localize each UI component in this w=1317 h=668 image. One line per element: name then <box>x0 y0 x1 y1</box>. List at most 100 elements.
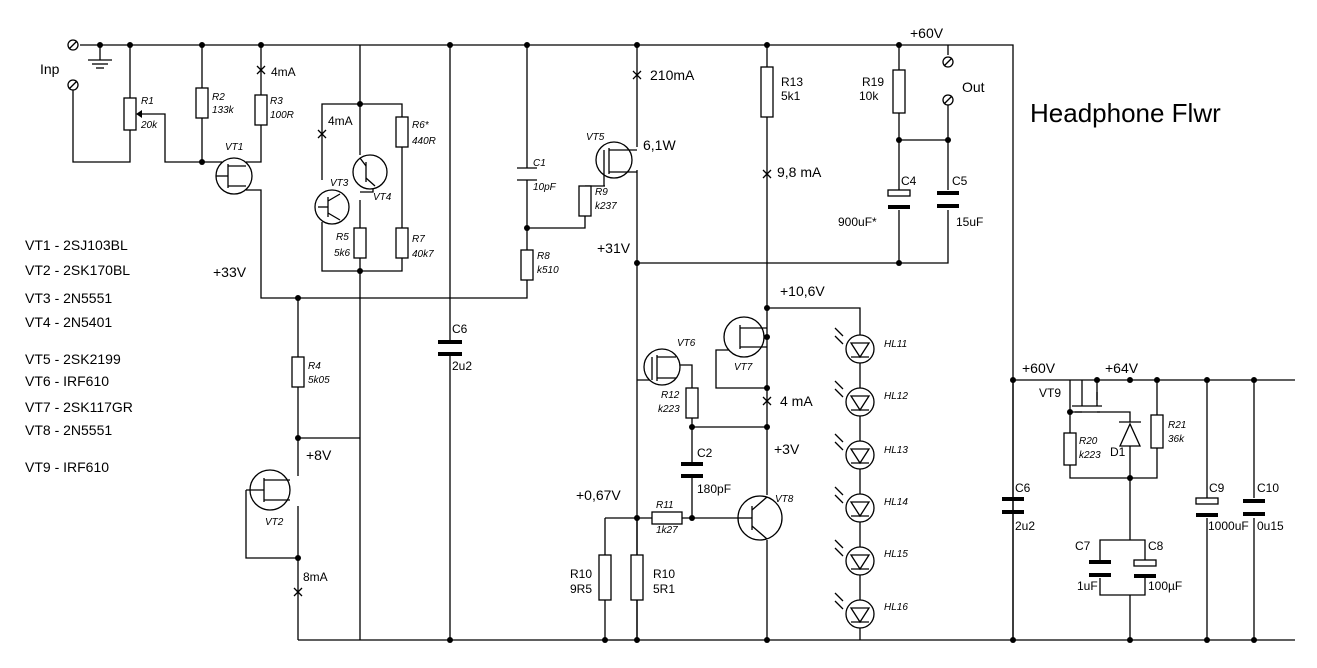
junction-dot <box>764 305 770 311</box>
rail-label: +60V <box>1022 360 1056 376</box>
junction-dot <box>602 637 608 643</box>
junction-dot <box>1010 377 1016 383</box>
led-hl16 <box>845 599 875 629</box>
junction-dot <box>1154 377 1160 383</box>
led-label: HL12 <box>884 391 908 402</box>
capacitor-c4 <box>887 189 911 209</box>
current-label: 4mA <box>271 65 296 79</box>
current-markers <box>256 65 772 597</box>
value-label: 5R1 <box>653 582 675 596</box>
junction-dot <box>1127 475 1133 481</box>
transistor-vt1 <box>215 157 253 195</box>
value-label: 5k1 <box>781 89 801 103</box>
transistor-vt8 <box>737 495 783 541</box>
capacitor-c6-right <box>1002 497 1024 514</box>
junction-dot <box>896 260 902 266</box>
ref-label: R11 <box>656 500 674 511</box>
value-label: 100R <box>270 110 294 121</box>
junction-dot <box>357 268 363 274</box>
junction-dot <box>764 42 770 48</box>
parts-list-item: VT2 - 2SK170BL <box>25 262 130 278</box>
value-label: 15uF <box>956 215 983 229</box>
value-label: k510 <box>537 265 559 276</box>
input-terminal-top[interactable] <box>67 39 79 51</box>
resistor-r9 <box>578 185 592 217</box>
ref-label: R20 <box>1079 436 1098 447</box>
led-hl12 <box>845 387 875 417</box>
value-label: 5k6 <box>334 248 351 259</box>
ref-label: R12 <box>661 390 680 401</box>
ref-label: VT7 <box>734 362 753 373</box>
ref-label: VT3 <box>330 178 349 189</box>
ref-label: R19 <box>862 75 884 89</box>
transistor-vt4 <box>352 154 388 190</box>
value-label: 10k <box>859 89 879 103</box>
power-label: 6,1W <box>643 137 676 153</box>
ref-label: C10 <box>1257 481 1279 495</box>
capacitors <box>438 167 1265 578</box>
junction-dots <box>97 42 1257 643</box>
ref-label: VT2 <box>265 517 284 528</box>
transistor-vt5 <box>595 141 637 186</box>
resistor-r21 <box>1150 414 1164 449</box>
junction-dot <box>896 42 902 48</box>
transistor-vt6 <box>643 348 681 386</box>
led-label: HL14 <box>884 497 908 508</box>
value-label: k237 <box>595 201 617 212</box>
resistor-r4 <box>291 356 305 388</box>
junction-dot <box>1127 637 1133 643</box>
ref-label: R1 <box>141 96 154 107</box>
capacitor-c2 <box>681 462 703 478</box>
junction-dot <box>295 555 301 561</box>
ref-label: D1 <box>1110 445 1126 459</box>
junction-dot <box>1127 377 1133 383</box>
ref-label: C7 <box>1075 539 1091 553</box>
ref-label: C1 <box>533 158 546 169</box>
current-label: 4 mA <box>780 393 813 409</box>
junction-dot <box>634 637 640 643</box>
output-terminal-top[interactable] <box>942 56 954 68</box>
ground-icon <box>88 59 112 69</box>
led-hl13 <box>845 440 875 470</box>
resistor-r3 <box>254 94 268 126</box>
junction-dot <box>1204 377 1210 383</box>
led-label: HL15 <box>884 549 908 560</box>
value-label: 0u15 <box>1257 519 1284 533</box>
led-label: HL16 <box>884 602 908 613</box>
resistor-r11 <box>651 511 683 525</box>
value-label: 5k05 <box>308 375 330 386</box>
output-terminal-bottom[interactable] <box>942 94 954 106</box>
capacitor-c7 <box>1089 560 1111 577</box>
transistor-vt9 <box>1072 380 1102 413</box>
ref-label: VT6 <box>677 338 696 349</box>
value-label: 9R5 <box>570 582 592 596</box>
ref-label: R2 <box>212 92 225 103</box>
junction-dot <box>295 295 301 301</box>
junction-dot <box>295 435 301 441</box>
junction-dot <box>945 137 951 143</box>
junction-dot <box>1094 377 1100 383</box>
input-terminal-bottom[interactable] <box>67 79 79 91</box>
diode-d1 <box>1118 421 1142 447</box>
junction-dot <box>447 42 453 48</box>
parts-list-item: VT8 - 2N5551 <box>25 422 112 438</box>
ref-label: R9 <box>595 187 608 198</box>
value-label: 133k <box>212 105 235 116</box>
junction-dot <box>1251 637 1257 643</box>
schematic-title: Headphone Flwr <box>1030 98 1221 128</box>
value-label: k223 <box>658 404 680 415</box>
capacitor-c8 <box>1133 559 1157 578</box>
junction-dot <box>97 42 103 48</box>
ref-label: C8 <box>1148 539 1164 553</box>
value-label: k223 <box>1079 450 1101 461</box>
ref-label: R10 <box>570 567 592 581</box>
transistors <box>215 141 1102 541</box>
transistor-vt3 <box>314 189 350 225</box>
resistor-r12 <box>685 387 699 419</box>
led-hl14 <box>845 493 875 523</box>
rail-label: +60V <box>910 25 944 41</box>
resistor-r5 <box>353 227 367 259</box>
capacitor-c1 <box>517 167 537 181</box>
